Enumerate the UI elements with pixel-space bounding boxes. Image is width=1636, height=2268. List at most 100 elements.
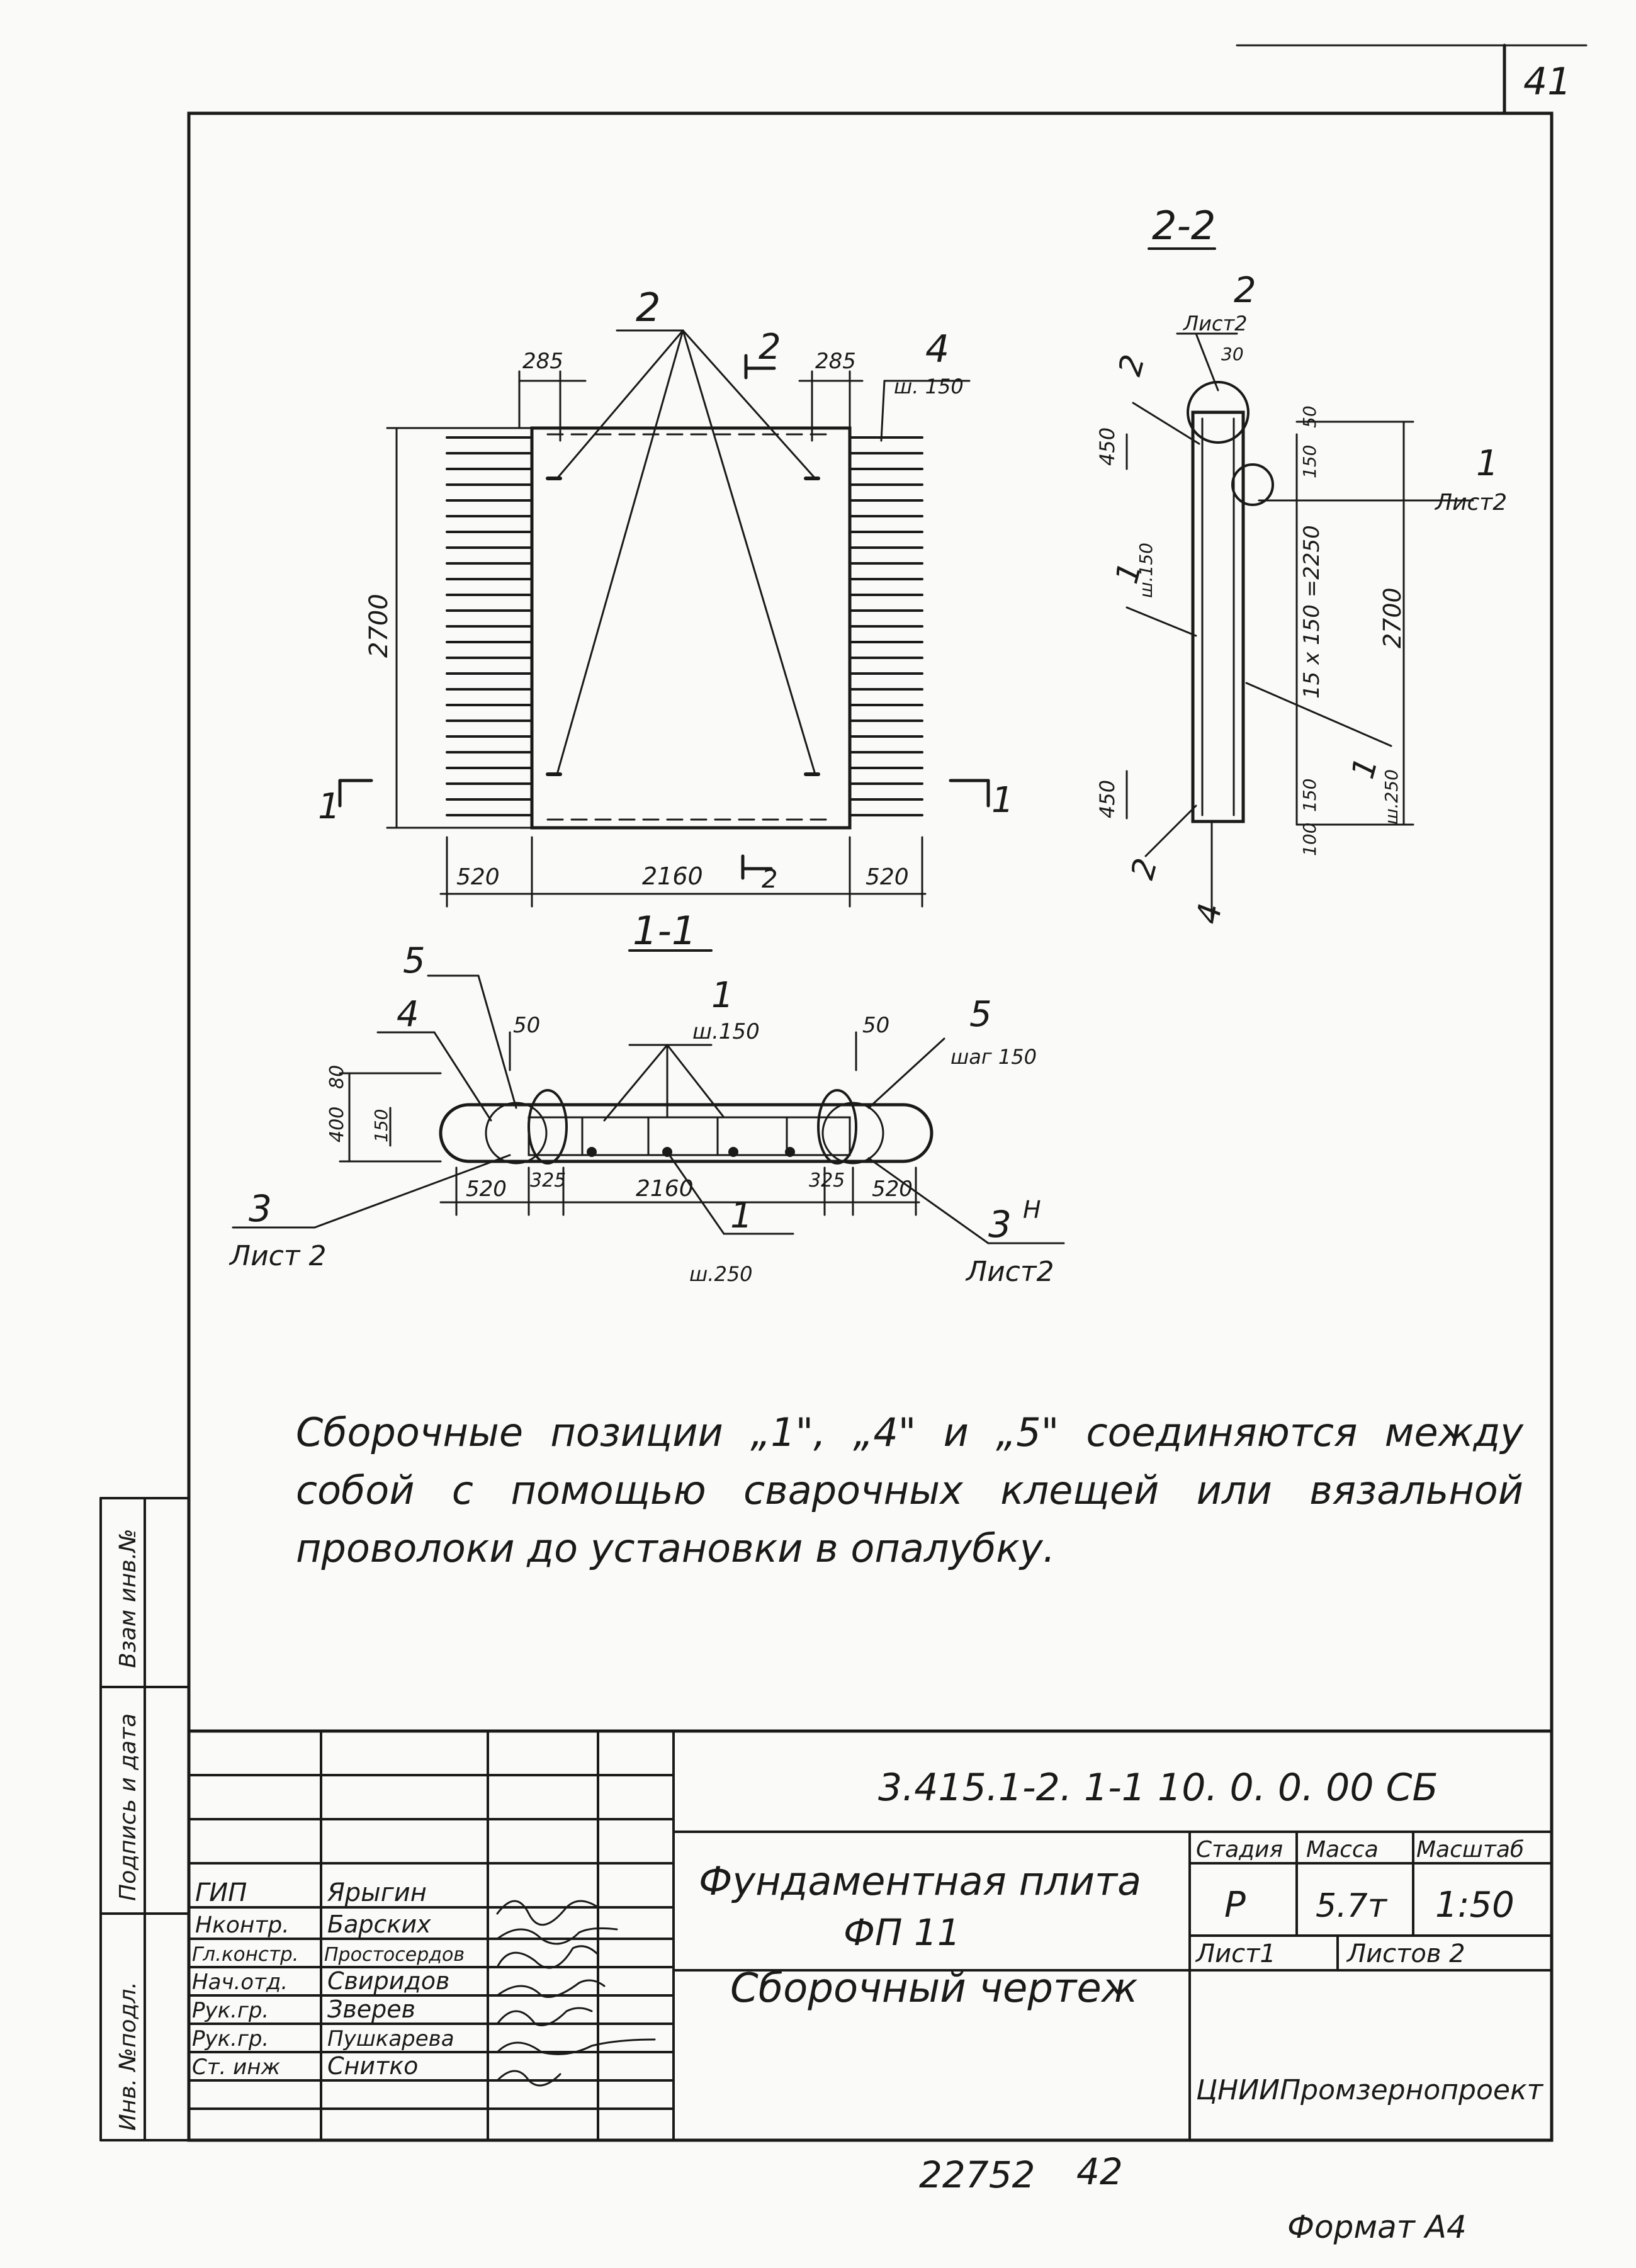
- sheet-label: Лист1: [1195, 1939, 1276, 1968]
- title-line2: ФП 11: [843, 1911, 961, 1954]
- role-5: Рук.гр.: [192, 2026, 269, 2051]
- name-1: Барских: [327, 1910, 431, 1938]
- s11-callout-pos5-step: шаг 150: [951, 1045, 1037, 1069]
- s11-callout-pos5-left: 5: [403, 940, 426, 981]
- plan-dim-overhang-left: 520: [456, 864, 500, 890]
- plan-cut-markers: [338, 354, 990, 880]
- page-number: 42: [1076, 2150, 1123, 2193]
- organization: ЦНИИПромзернопроект: [1196, 2074, 1544, 2106]
- s22-callout-pos2-left: 2: [1112, 351, 1152, 380]
- section-1-1-view: [232, 949, 1065, 1244]
- format-label: Формат А4: [1287, 2209, 1467, 2245]
- stamp-original-inventory: Инв. №подл.: [115, 1982, 141, 2131]
- plan-dim-overhang-right: 520: [866, 864, 909, 890]
- s11-dim-50-right: 50: [862, 1013, 889, 1038]
- title-block-code: 3.415.1-2. 1-1 10. 0. 0. 00 СБ: [878, 1766, 1438, 1810]
- plan-callout-pos4: 4: [925, 327, 949, 371]
- plan-slab-outline: [530, 426, 852, 830]
- name-5: Пушкарева: [327, 2026, 454, 2051]
- mass-value: 5.7т: [1316, 1887, 1388, 1925]
- s22-dim-150-bottom: 150: [1299, 779, 1320, 812]
- s22-dim-450-top: 450: [1095, 427, 1119, 466]
- s11-callout-pos1-step: ш.150: [692, 1019, 760, 1044]
- s11-callout-pos1: 1: [711, 975, 734, 1016]
- s11-callout-pos3-right: 3: [988, 1203, 1012, 1246]
- name-6: Снитко: [327, 2052, 418, 2080]
- s11-callout-pos4: 4: [397, 994, 419, 1035]
- s11-dim-50-left: 50: [513, 1013, 540, 1038]
- s22-dim-100: 100: [1299, 823, 1320, 856]
- stage-label: Стадия: [1196, 1837, 1283, 1863]
- s11-dim-80: 80: [326, 1065, 348, 1089]
- plan-leader-pos2: [556, 329, 816, 776]
- s11-dim-325-right: 325: [809, 1170, 845, 1192]
- assembly-note: Сборочные позиции „1", „4" и „5" соединя…: [296, 1409, 1523, 1571]
- plan-overhang-bars-right: [849, 436, 923, 816]
- plan-dim-offset-right: 285: [815, 349, 856, 374]
- sheet-number: 41: [1523, 60, 1571, 104]
- s22-callout-pos2-top-ref: Лист2: [1183, 312, 1247, 336]
- plan-callout-pos2: 2: [636, 285, 660, 330]
- title-block-grid: [188, 1730, 1553, 2141]
- section-2-2-title: 2-2: [1152, 203, 1216, 249]
- plan-dim-offset-left: 285: [522, 349, 563, 374]
- plan-cut-1-right: 1: [991, 780, 1014, 821]
- s11-callout-pos1-bottom: 1: [730, 1195, 753, 1236]
- signatures: [496, 1900, 656, 2087]
- title-line1: Фундаментная плита: [699, 1858, 1141, 1904]
- s11-callout-pos3-right-sup: Н: [1023, 1196, 1041, 1224]
- role-6: Ст. инж: [192, 2055, 280, 2080]
- scale-value: 1:50: [1435, 1885, 1515, 1926]
- s11-dim-400: 400: [326, 1107, 348, 1142]
- s22-callout-pos4: 4: [1190, 901, 1229, 927]
- s22-dim-top-gap: 30: [1221, 344, 1244, 364]
- stage-value: Р: [1224, 1885, 1246, 1926]
- s11-callout-pos1-bottom-step: ш.250: [689, 1262, 753, 1286]
- plan-cut-2-bottom: 2: [762, 865, 777, 894]
- role-3: Нач.отд.: [192, 1970, 288, 1995]
- title-line3: Сборочный чертеж: [730, 1965, 1138, 2012]
- sheets-label: Листов 2: [1346, 1939, 1465, 1968]
- s22-callout-pos1-step: ш.150: [1136, 543, 1156, 598]
- plan-dim-width: 2160: [642, 862, 703, 890]
- name-0: Ярыгин: [327, 1878, 427, 1907]
- s11-callout-pos3-left: 3: [249, 1187, 272, 1230]
- s11-dim-2160: 2160: [636, 1176, 694, 1202]
- s11-callout-pos3-right-ref: Лист2: [965, 1256, 1054, 1288]
- s11-dim-520-right: 520: [872, 1176, 913, 1202]
- s22-callout-pos1-lower-step: ш.250: [1381, 769, 1402, 825]
- s11-callout-pos3-left-ref: Лист 2: [228, 1240, 326, 1272]
- s22-dim-height: 2700: [1379, 587, 1406, 648]
- s22-callout-pos2-bottom: 2: [1124, 854, 1165, 883]
- plan-cut-1-left: 1: [318, 786, 341, 827]
- s22-dim-50: 50: [1299, 405, 1320, 428]
- s11-dim-520-left: 520: [466, 1176, 507, 1202]
- section-2-2-view: [1125, 247, 1474, 920]
- s22-callout-pos2-top: 2: [1234, 270, 1256, 311]
- name-4: Зверев: [327, 1995, 415, 2023]
- role-2: Гл.констр.: [192, 1943, 299, 1966]
- stamp-signature-date: Подпись и дата: [115, 1713, 141, 1901]
- section-1-1-slab: [439, 1103, 934, 1163]
- sheet-frame: [187, 43, 1588, 2142]
- plan-callout-pos4-step: ш. 150: [894, 375, 964, 398]
- inventory-number: 22752: [919, 2153, 1035, 2196]
- plan-overhang-bars-left: [446, 436, 533, 816]
- scale-label: Масштаб: [1416, 1837, 1524, 1863]
- s22-dim-150-top: 150: [1299, 445, 1320, 478]
- s11-callout-pos5-right: 5: [969, 994, 992, 1035]
- plan-dim-height: 2700: [364, 594, 393, 658]
- role-0: ГИП: [195, 1878, 247, 1907]
- s22-callout-pos1-right-ref: Лист2: [1434, 490, 1507, 516]
- name-2: Простосердов: [324, 1944, 465, 1966]
- side-stamp-column: [99, 1497, 190, 2141]
- s11-dim-150: 150: [371, 1109, 392, 1142]
- mass-label: Масса: [1306, 1837, 1379, 1863]
- section-2-2-slab: [1191, 410, 1245, 823]
- plan-lifting-loops: [546, 477, 820, 776]
- name-3: Свиридов: [327, 1967, 449, 1995]
- plan-view: [338, 329, 990, 908]
- section-1-1-title: 1-1: [633, 908, 696, 954]
- s22-dim-span: 15 х 150 =2250: [1299, 525, 1324, 699]
